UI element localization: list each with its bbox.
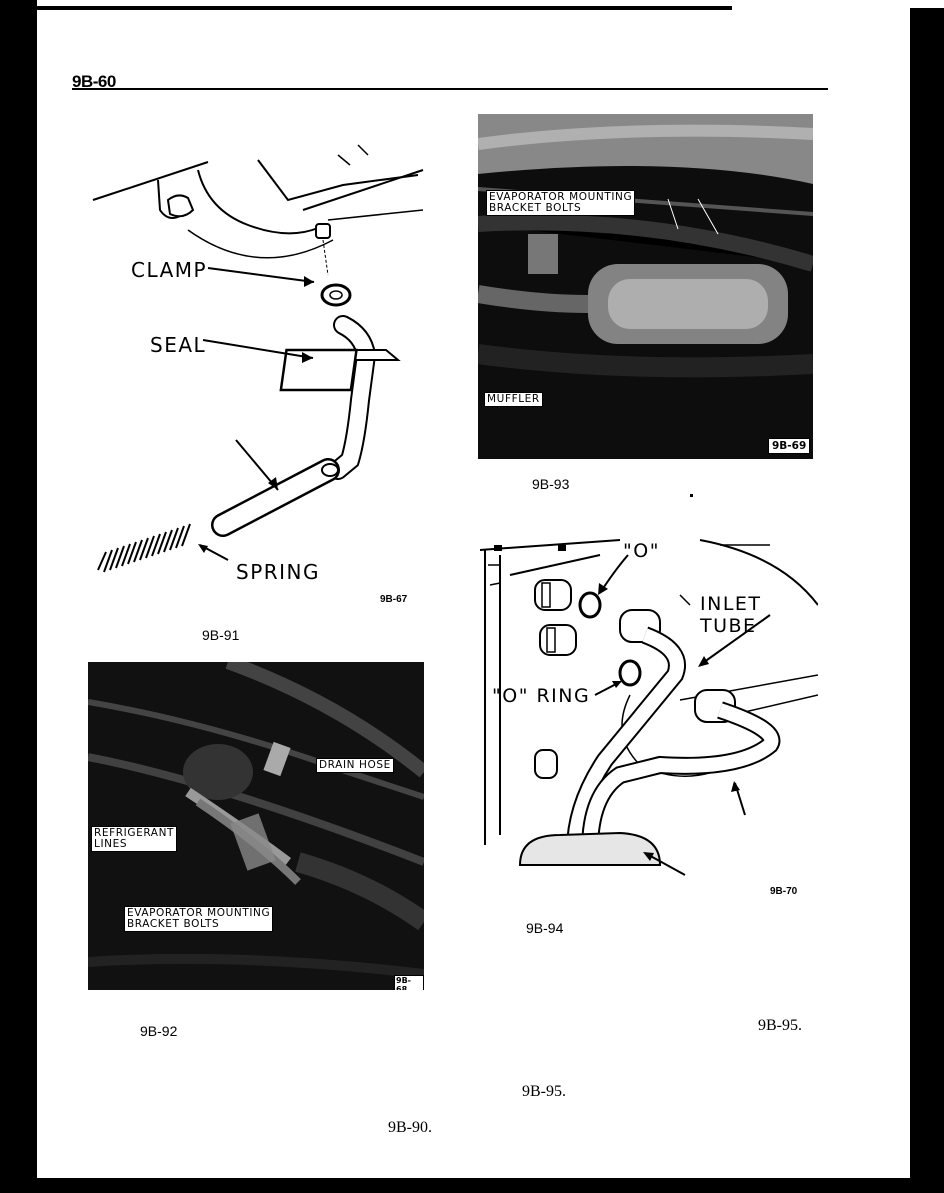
figure-drain-hose-diagram: CLAMP SEAL SPRING [88,140,428,610]
figure-ref-9b-70: 9B-70 [770,886,798,897]
body-ref-9b-95-mid: 9B-95. [522,1083,566,1100]
o-ring-top-label: "O" [623,540,660,562]
muffler-label: MUFFLER [484,392,543,407]
drain-hose-illustration [92,144,424,573]
body-ref-9b-95-right: 9B-95. [758,1017,802,1034]
refrigerant-lines-label-line2: LINES [94,838,128,850]
inlet-tube-label: INLET TUBE [700,593,762,637]
page-border-top [37,6,732,10]
stray-dot [690,494,693,497]
figure-caption-9b-94: 9B-94 [526,920,564,936]
bracket-bolts-fig93-line2: BRACKET BOLTS [489,202,582,214]
figure-caption-9b-92: 9B-92 [140,1023,178,1039]
photo-muffler-image [478,114,813,459]
photo-ref-9b-69: 9B-69 [768,438,811,454]
figure-caption-9b-91: 9B-91 [202,627,240,643]
photo-ref-9b-68: 9B-68 [394,975,424,990]
figure-caption-9b-93: 9B-93 [532,476,570,492]
o-ring-bottom-label: "O" RING [492,685,591,707]
refrigerant-lines-label: REFRIGERANT LINES [91,826,178,852]
figure-photo-drain-hose: DRAIN HOSE REFRIGERANT LINES EVAPORATOR … [88,662,424,990]
figure-ref-9b-67: 9B-67 [380,594,408,605]
page-border-right [910,8,944,1193]
bracket-bolts-label-fig93: EVAPORATOR MOUNTING BRACKET BOLTS [486,190,636,216]
refrigerant-lines-label-line1: REFRIGERANT [94,827,175,839]
page-number: 9B-60 [72,72,116,91]
body-ref-9b-90: 9B-90. [388,1119,432,1136]
bracket-bolts-label-line1: EVAPORATOR MOUNTING [127,907,271,919]
figure-photo-muffler: EVAPORATOR MOUNTING BRACKET BOLTS MUFFLE… [478,114,813,459]
o-ring-top-text: "O" [623,540,660,562]
bracket-bolts-label: EVAPORATOR MOUNTING BRACKET BOLTS [124,906,274,932]
bracket-bolts-label-line2: BRACKET BOLTS [127,918,220,930]
page-border-bottom [0,1178,944,1193]
bracket-bolts-fig93-line1: EVAPORATOR MOUNTING [489,191,633,203]
page-border-left [0,0,37,1193]
seal-label: SEAL [150,333,207,357]
header-rule [72,88,828,90]
figure-inlet-tube-diagram: "O" "O" RING INLET TUBE [479,535,819,885]
spring-label: SPRING [236,560,321,584]
inlet-tube-illustration [479,539,819,876]
drain-hose-label: DRAIN HOSE [316,758,394,773]
clamp-label: CLAMP [131,258,208,282]
